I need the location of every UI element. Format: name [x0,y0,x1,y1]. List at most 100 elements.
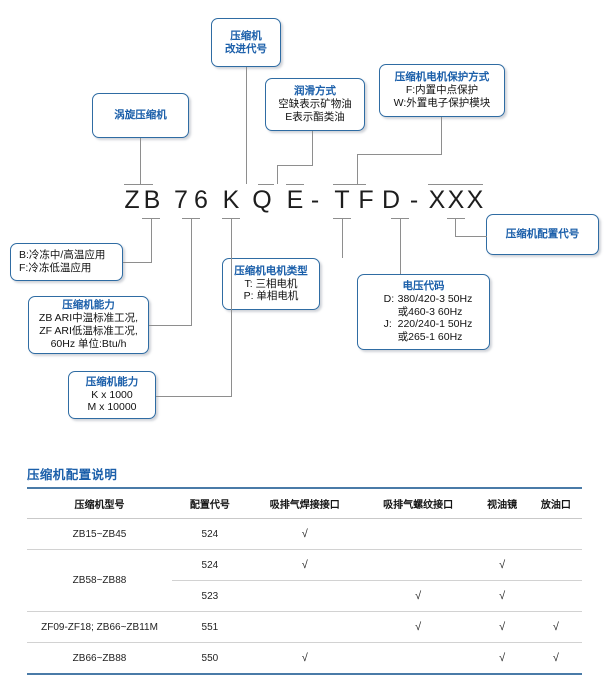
code-char: 6 [194,186,208,214]
section-title: 压缩机配置说明 [27,468,118,482]
cell-code: 524 [172,549,248,581]
configuration-table-wrapper: 压缩机型号 配置代号 吸排气焊接接口 吸排气螺纹接口 视油镜 放油口 ZB15~… [27,487,582,675]
model-code-string: Z B 7 6 K Q E - T F D - X X X [0,186,609,216]
callout-title-line1: 压缩机 [230,29,262,42]
cell-weld: √ [247,518,362,550]
callout-title: 压缩机电机类型 [234,264,308,277]
voltage-value: 380/420-3 50Hz [397,292,473,305]
cell-weld: √ [247,642,362,675]
cell-code: 523 [172,580,248,612]
code-char: Q [252,186,272,214]
cell-thread: √ [361,611,475,643]
connector-protection-v2 [357,154,358,184]
code-char: X [466,186,484,214]
cell-model: ZB58~ZB88 [27,549,173,612]
cell-drain [529,549,582,581]
callout-line-1: 空缺表示矿物油 [278,98,352,111]
col-header-model: 压缩机型号 [74,500,125,511]
cell-model: ZB15~ZB45 [27,518,173,550]
connector-capacity-ari-v [191,218,192,325]
code-char: - [310,186,320,214]
callout-line-2: F:冷冻低温应用 [19,262,92,274]
overline-e [286,184,304,185]
callout-scroll-compressor: 涡旋压缩机 [92,93,189,138]
code-char: D [381,186,401,214]
code-char: E [286,186,304,214]
connector-capacity-mult-h [156,396,232,397]
voltage-rows: D: 380/420-3 50Hz 或460-3 60Hz J: 220/240… [375,293,473,344]
cell-weld [247,580,362,612]
callout-title: 电压代码 [402,280,445,292]
callout-line-2: ZF ARI低温标准工况, [39,325,138,337]
connector-xxx-overline [428,184,483,185]
connector-protection-v1 [441,117,442,154]
callout-capacity-multiplier: 压缩机能力 K x 1000 M x 10000 [68,371,156,419]
callout-line-1: T: 三相电机 [244,277,298,290]
diagram-canvas: 涡旋压缩机 压缩机 改进代号 润滑方式 空缺表示矿物油 E表示酯类油 压缩机电机… [0,18,609,675]
callout-line-2: W:外置电子保护模块 [393,96,491,109]
cell-drain [529,518,582,550]
callout-voltage-code: 电压代码 D: 380/420-3 50Hz 或460-3 60Hz J: 22… [357,274,490,350]
voltage-key [384,331,398,344]
cell-thread: √ [361,580,475,612]
code-char: Z [124,186,140,214]
connector-improvement-code [246,67,247,184]
connector-lubrication-h [277,165,313,166]
code-char: X [428,186,446,214]
voltage-row: 或265-1 60Hz [384,331,463,344]
callout-line-2: M x 10000 [87,401,137,414]
connector-tick-xxx-bottom [447,218,465,219]
connector-capacity-mult-v [231,218,232,396]
cell-sight: √ [474,580,530,612]
voltage-key: D: [383,292,395,305]
connector-lubrication-v2 [277,165,278,184]
cell-drain: √ [529,611,582,643]
voltage-key [384,306,398,319]
callout-line-2: P: 单相电机 [243,290,299,303]
voltage-value: 或460-3 60Hz [397,305,463,318]
code-char: T [334,186,350,214]
voltage-key: J: [383,318,392,331]
table-row: ZB15~ZB45 524 √ [27,518,582,550]
callout-title: 润滑方式 [294,85,336,98]
cell-sight: √ [474,642,530,675]
voltage-row: 或460-3 60Hz [384,306,463,319]
callout-application: B:冷冻中/高温应用 F:冷冻低温应用 [10,243,123,281]
col-header-sight: 视油镜 [487,500,518,511]
callout-line-1: F:内置中点保护 [405,84,479,97]
voltage-row: D: 380/420-3 50Hz [384,293,473,306]
connector-voltage-v [400,218,401,274]
cell-code: 524 [172,518,248,550]
callout-title: 压缩机能力 [62,299,115,312]
code-char: K [222,186,240,214]
cell-weld [247,611,362,643]
cell-sight: √ [474,611,530,643]
callout-title: 涡旋压缩机 [114,109,167,122]
col-header-code: 配置代号 [189,500,230,511]
table-body: ZB15~ZB45 524 √ ZB58~ZB88 524 √ √ 523 [27,518,582,675]
table-row: ZF09-ZF18; ZB66~ZB11M 551 √ √ √ [27,611,582,643]
connector-config-v [455,218,456,236]
cell-thread [361,518,475,550]
callout-improvement-code: 压缩机 改进代号 [211,18,281,67]
voltage-value: 或265-1 60Hz [397,331,463,344]
callout-title: 压缩机配置代号 [505,228,580,241]
col-header-thread: 吸排气螺纹接口 [383,500,454,511]
voltage-value: 220/240-1 50Hz [397,318,473,331]
connector-application-h [123,262,152,263]
code-char: 7 [174,186,188,214]
connector-protection-h [357,154,442,155]
cell-weld: √ [247,549,362,581]
connector-scroll-compressor [140,138,141,184]
callout-line-1: ZB ARI中温标准工况, [38,312,139,325]
callout-lubrication: 润滑方式 空缺表示矿物油 E表示酯类油 [265,78,365,131]
table-row: ZB66~ZB88 550 √ √ √ [27,642,582,675]
callout-title-line2: 改进代号 [225,42,267,55]
cell-sight: √ [474,549,530,581]
overline-z [124,184,142,185]
callout-capacity-ari: 压缩机能力 ZB ARI中温标准工况, ZF ARI低温标准工况, 60Hz 单… [28,296,149,354]
table-row: ZB58~ZB88 524 √ √ [27,549,582,612]
connector-motor-type-v [342,218,343,258]
connector-application-v [151,218,152,262]
connector-config-h [455,236,487,237]
